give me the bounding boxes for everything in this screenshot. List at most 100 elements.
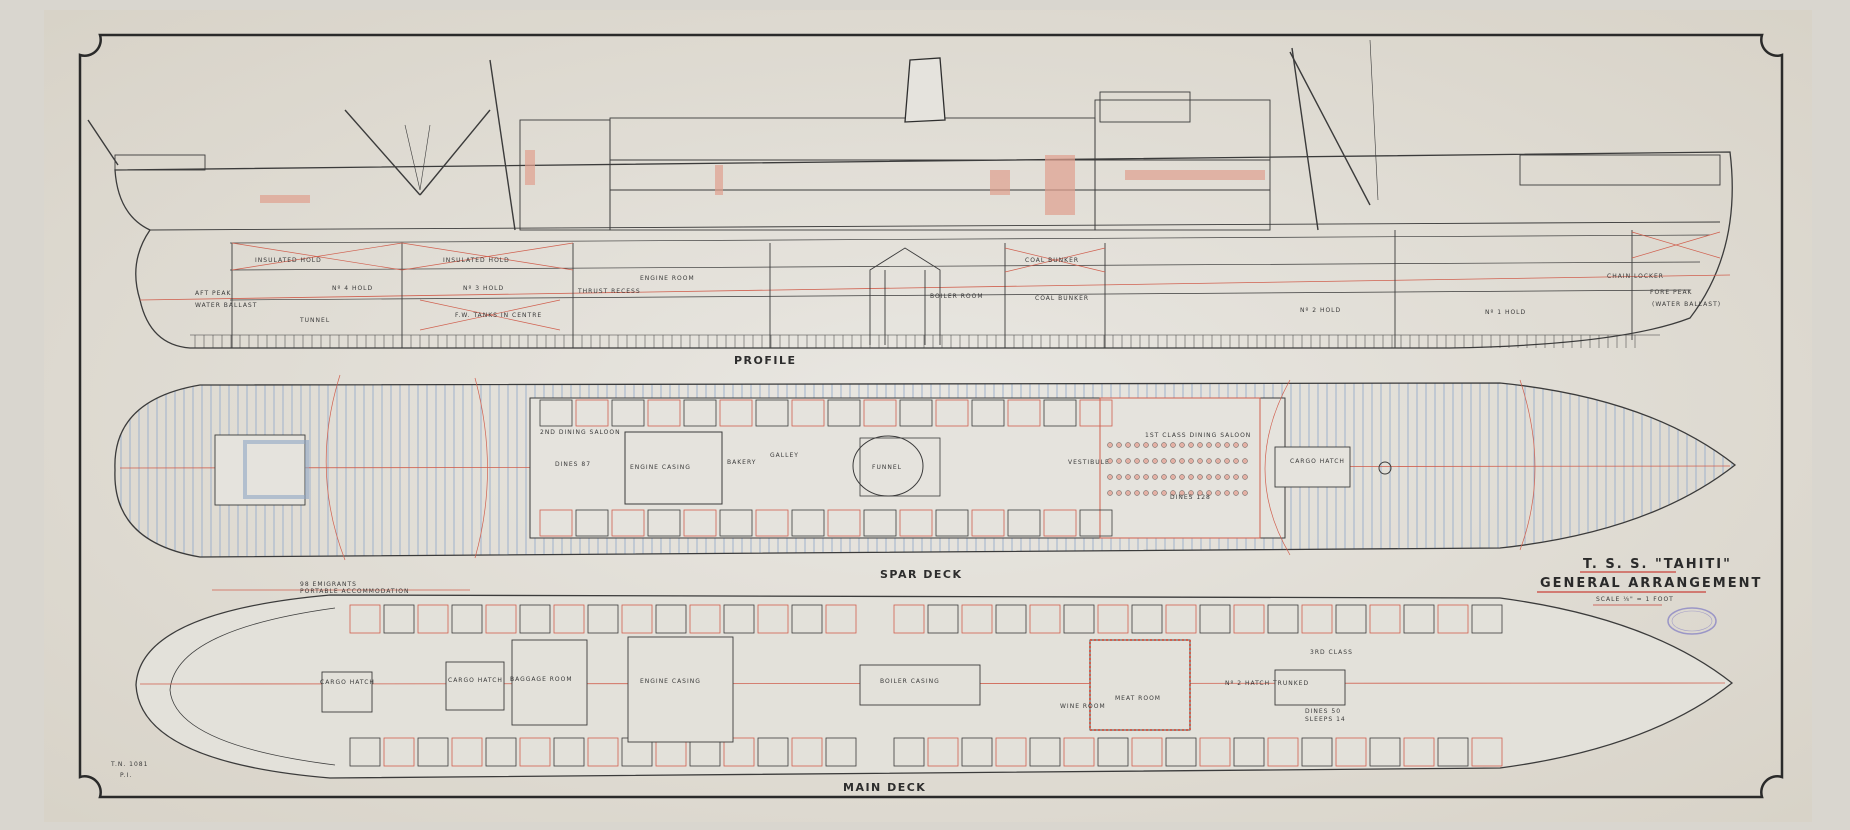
cabin (587, 604, 619, 634)
dining-chair (1197, 474, 1203, 480)
cabin (1471, 737, 1503, 767)
profile-label: (WATER BALLAST) (1652, 301, 1721, 308)
profile-label: INSULATED HOLD (255, 257, 322, 264)
profile-label: COAL BUNKER (1035, 295, 1089, 302)
spar-deck-label: CARGO HATCH (1290, 458, 1345, 465)
cabin (757, 604, 789, 634)
dining-chair (1188, 458, 1194, 464)
dining-chair (1179, 490, 1185, 496)
cabin (1007, 509, 1041, 537)
dining-chair (1143, 442, 1149, 448)
profile-label: TUNNEL (299, 317, 330, 324)
dining-chair (1161, 490, 1167, 496)
cabin (827, 399, 861, 427)
main-deck-label: SLEEPS 14 (1305, 716, 1346, 723)
dining-chair (1170, 490, 1176, 496)
cabin (1079, 509, 1113, 537)
ship-name: T. S. S. "TAHITI" (1583, 557, 1732, 572)
cabin (539, 509, 573, 537)
cabin (971, 509, 1005, 537)
dining-chair (1107, 474, 1113, 480)
dining-chair (1134, 442, 1140, 448)
spar-deck-view: 2ND DINING SALOON DINES 87 ENGINE CASING… (114, 374, 1737, 581)
cabin (961, 604, 993, 634)
cabin (1437, 604, 1469, 634)
cabin (1369, 604, 1401, 634)
profile-label: BOILER ROOM (930, 293, 984, 300)
drawing-title: GENERAL ARRANGEMENT (1540, 576, 1762, 591)
dining-chair (1233, 442, 1239, 448)
spar-deck-label: DINES 87 (555, 461, 591, 468)
dining-chair (1215, 442, 1221, 448)
profile-label: AFT PEAK (195, 290, 232, 297)
cabin (825, 604, 857, 634)
dining-chair (1179, 474, 1185, 480)
dining-chair (1161, 474, 1167, 480)
cabin (1131, 737, 1163, 767)
dining-chair (1170, 442, 1176, 448)
cabin (647, 399, 681, 427)
dining-chair (1179, 458, 1185, 464)
cabin (349, 737, 381, 767)
dining-chair (1107, 458, 1113, 464)
cabin (1165, 737, 1197, 767)
cabin (417, 737, 449, 767)
cabin (1199, 604, 1231, 634)
cabin (791, 604, 823, 634)
profile-view-label: PROFILE (734, 354, 797, 367)
cabin (689, 604, 721, 634)
cabin (575, 399, 609, 427)
cabin (519, 737, 551, 767)
cabin (1097, 604, 1129, 634)
cabin (757, 737, 789, 767)
dining-chair (1107, 442, 1113, 448)
cabin (899, 509, 933, 537)
dining-chair (1215, 490, 1221, 496)
spar-deck-label: FUNNEL (872, 464, 902, 471)
drawing-number: T.N. 1081 (110, 761, 148, 768)
cabin (719, 509, 753, 537)
dining-chair (1215, 458, 1221, 464)
cabin (485, 737, 517, 767)
cabin (755, 509, 789, 537)
cabin (655, 604, 687, 634)
dining-chair (1125, 458, 1131, 464)
cabin (995, 604, 1027, 634)
profile-hull (114, 151, 1733, 349)
cabin (1165, 604, 1197, 634)
cabin (575, 509, 609, 537)
dining-chair (1242, 442, 1248, 448)
spar-deck-view-label: SPAR DECK (880, 568, 963, 581)
cabin (611, 509, 645, 537)
cabin (611, 399, 645, 427)
cabin (935, 509, 969, 537)
cabin (723, 604, 755, 634)
cabin (719, 399, 753, 427)
main-deck-label: WINE ROOM (1060, 703, 1106, 710)
cabin (935, 399, 969, 427)
cabin (827, 509, 861, 537)
cabin (1471, 604, 1503, 634)
main-deck-view: 98 EMIGRANTS PORTABLE ACCOMMODATION CARG… (135, 581, 1734, 794)
cabin (899, 399, 933, 427)
cabin (349, 604, 381, 634)
profile-label: Nº 3 HOLD (463, 285, 504, 292)
cabin (683, 399, 717, 427)
cabin (1043, 509, 1077, 537)
main-deck-label: Nº 2 HATCH TRUNKED (1225, 680, 1309, 687)
dining-chair (1152, 474, 1158, 480)
dining-chair (1224, 458, 1230, 464)
main-deck-label: MEAT ROOM (1115, 695, 1161, 702)
main-deck-label: BOILER CASING (880, 678, 940, 685)
cabin (825, 737, 857, 767)
cabin (1437, 737, 1469, 767)
cabin (1029, 737, 1061, 767)
dining-chair (1242, 474, 1248, 480)
dining-chair (1215, 474, 1221, 480)
dining-chair (1116, 490, 1122, 496)
cabin (539, 399, 573, 427)
dining-chair (1125, 474, 1131, 480)
profile-label: Nº 2 HOLD (1300, 307, 1341, 314)
dining-chair (1197, 490, 1203, 496)
